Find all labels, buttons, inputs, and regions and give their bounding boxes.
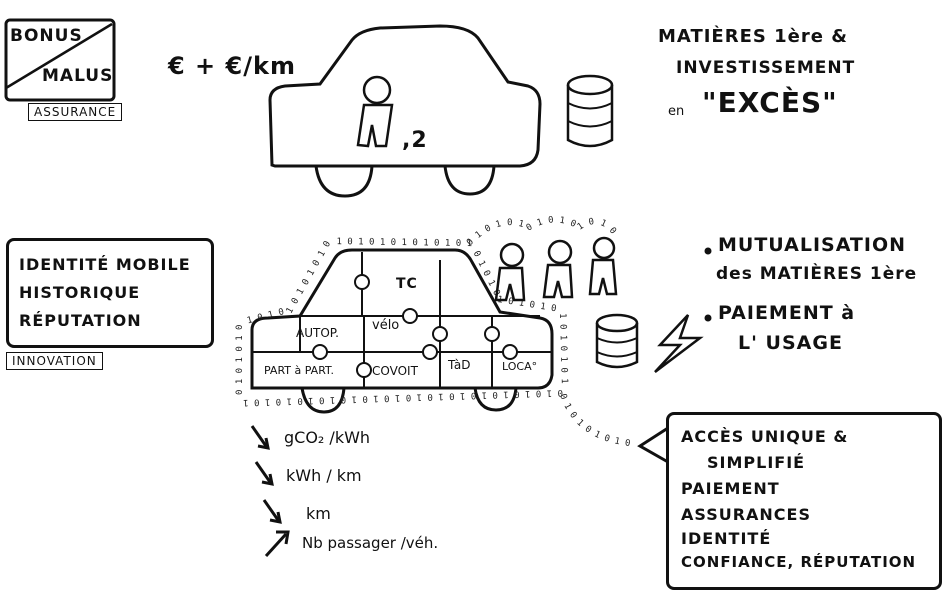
metric-passengers: Nb passager /véh.: [302, 534, 439, 552]
bullet-icon: [704, 247, 712, 255]
bonus-label: BONUS: [10, 26, 83, 46]
person-icon: [356, 75, 394, 148]
people-icons: [494, 236, 618, 302]
services-line: SIMPLIFIÉ: [707, 453, 806, 472]
services-line: PAIEMENT: [681, 479, 780, 498]
exces-label: "EXCÈS": [702, 86, 838, 119]
puzzle-label-covoit: COVOIT: [372, 364, 418, 378]
metric-kwh-km: kWh / km: [286, 466, 362, 485]
malus-label: MALUS: [42, 66, 114, 86]
database-icon-top: [566, 74, 614, 148]
innovation-box: IDENTITÉ MOBILE HISTORIQUE RÉPUTATION: [6, 238, 214, 348]
services-line: ASSURANCES: [681, 505, 811, 524]
services-line: CONFIANCE, RÉPUTATION: [681, 553, 917, 571]
bullet-mutualisation-sub: des MATIÈRES 1ère: [716, 264, 918, 284]
puzzle-label-loca: LOCA°: [502, 360, 538, 373]
top-car-drawing: [268, 24, 542, 198]
metric-co2: gCO₂ /kWh: [284, 428, 371, 447]
puzzle-label-velo: vélo: [372, 318, 400, 333]
speech-bubble-pointer: [637, 426, 669, 464]
services-box: ACCÈS UNIQUE & SIMPLIFIÉ PAIEMENT ASSURA…: [666, 412, 942, 590]
investissement-line: INVESTISSEMENT: [676, 58, 856, 78]
puzzle-label-tad: TàD: [448, 358, 471, 372]
arrow-icons: [250, 425, 290, 558]
innovation-line: RÉPUTATION: [19, 311, 142, 330]
bullet-paiement-sub: L' USAGE: [738, 332, 843, 354]
assurance-tag: ASSURANCE: [28, 103, 123, 121]
puzzle-label-autop: AUTOP.: [296, 326, 339, 340]
occupancy-value: ,2: [402, 128, 428, 153]
metric-km: km: [306, 504, 331, 523]
euro-formula: € + €/km: [168, 52, 296, 80]
bullet-mutualisation: MUTUALISATION: [718, 234, 907, 256]
bullet-paiement: PAIEMENT à: [718, 302, 856, 324]
matieres-line: MATIÈRES 1ère &: [658, 26, 848, 47]
innovation-tag: INNOVATION: [6, 352, 103, 370]
svg-text:0 1 0 1 0 1 0 1 0 1 0 1 0 1 0: 0 1 0 1 0 1 0 1 0 1 0 1 0 1 0 1 0 1 0 1 …: [0, 0, 621, 248]
database-icon-middle: [595, 313, 639, 369]
bonus-malus-box: [4, 18, 116, 102]
puzzle-label-part: PART à PART.: [264, 364, 334, 377]
puzzle-label-tc: TC: [396, 276, 418, 292]
innovation-line: HISTORIQUE: [19, 283, 141, 302]
services-line: ACCÈS UNIQUE &: [681, 427, 849, 446]
puzzle-car-drawing: [250, 248, 554, 414]
en-label: en: [668, 104, 685, 119]
lightning-icon: [654, 314, 704, 373]
bullet-icon: [704, 314, 712, 322]
innovation-line: IDENTITÉ MOBILE: [19, 255, 191, 274]
services-line: IDENTITÉ: [681, 529, 772, 548]
